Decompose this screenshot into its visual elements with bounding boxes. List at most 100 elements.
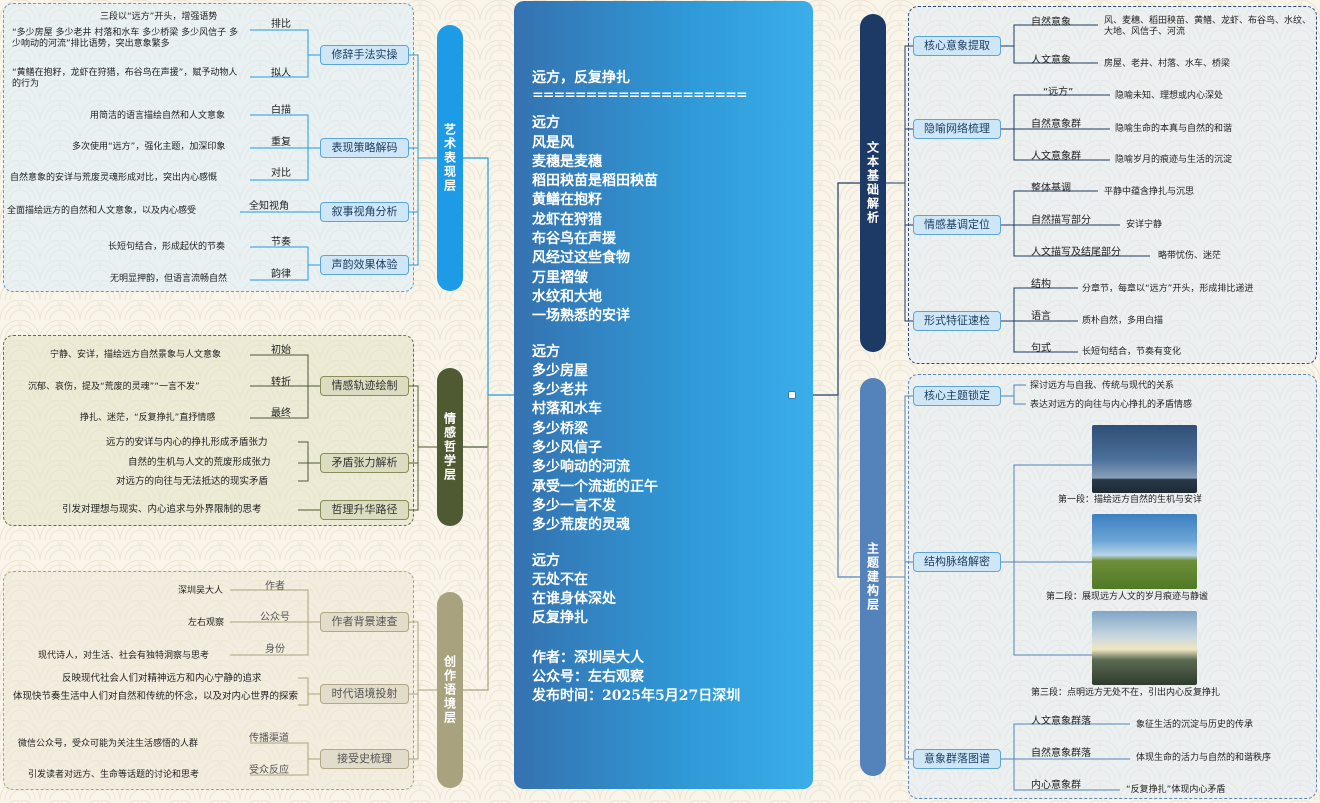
leaf: 长短句结合，节奏有变化 — [1082, 347, 1182, 357]
node-emotion-track[interactable]: 情感轨迹绘制 — [320, 376, 409, 396]
poem-line: 多少风信子 — [532, 440, 602, 457]
poem-line: 承受一个流逝的正午 — [532, 478, 658, 495]
tag-rhyme: 韵律 — [271, 269, 291, 280]
poem-line: 布谷鸟在声援 — [532, 231, 616, 248]
poem-line: 风是风 — [532, 134, 574, 151]
node-core-imagery[interactable]: 核心意象提取 — [913, 36, 1001, 56]
poem-line: 在谁身体深处 — [532, 591, 616, 608]
tag-parallelism: 排比 — [271, 19, 291, 30]
tag-final: 最终 — [271, 408, 291, 419]
node-narrative[interactable]: 叙事视角分析 — [320, 202, 409, 222]
poem-line: 龙虾在狩猎 — [532, 211, 602, 228]
node-rhythm[interactable]: 声韵效果体验 — [320, 255, 409, 275]
emotion-layer-panel — [3, 335, 414, 526]
leaf: 深圳吴大人 — [178, 586, 224, 596]
tag-language: 语言 — [1031, 311, 1051, 322]
poem-line: 无处不在 — [532, 571, 588, 588]
poem-author: 作者：深圳吴大人 — [532, 649, 644, 666]
tag-contrast: 对比 — [271, 168, 291, 179]
node-era[interactable]: 时代语境投射 — [320, 684, 409, 704]
leaf: 风、麦穗、稻田秧苗、黄鳝、龙虾、布谷鸟、水纹、大地、风信子、河流 — [1104, 16, 1312, 37]
tag-initial: 初始 — [271, 345, 291, 356]
leaf: 多次使用“远方”，强化主题，加深印象 — [72, 142, 226, 152]
node-form[interactable]: 形式特征速检 — [913, 311, 1001, 331]
tag-human-group: 人文意象群 — [1031, 151, 1081, 162]
tag-nature-part: 自然描写部分 — [1031, 215, 1091, 226]
leaf: 无明显押韵，但语言流畅自然 — [110, 274, 228, 284]
node-imagery-map[interactable]: 意象群落图谱 — [913, 749, 1001, 769]
leaf: 隐喻未知、理想或内心深处 — [1115, 91, 1224, 101]
node-reception[interactable]: 接受史梳理 — [320, 749, 409, 769]
tag-human-part: 人文描写及结尾部分 — [1031, 247, 1121, 258]
node-tone[interactable]: 情感基调定位 — [913, 215, 1001, 235]
context-layer-label[interactable]: 创作语境层 — [437, 592, 463, 788]
leaf: 表达对远方的向往与内心挣扎的矛盾情感 — [1030, 400, 1193, 410]
leaf: 体现生命的活力与自然的和谐秩序 — [1136, 753, 1272, 763]
node-core-theme[interactable]: 核心主题锁定 — [913, 386, 1001, 406]
leaf: 房屋、老井、村落、水车、桥梁 — [1104, 59, 1231, 69]
node-author-bg[interactable]: 作者背景速查 — [320, 612, 409, 632]
tag-omniscient: 全知视角 — [249, 201, 289, 212]
leaf: 自然的生机与人文的荒废形成张力 — [128, 457, 271, 468]
leaf: 长短句结合，形成起伏的节奏 — [108, 242, 226, 252]
leaf: 体现快节奏生活中人们对自然和传统的怀念，以及对内心世界的探索 — [13, 691, 299, 702]
tag-repeat: 重复 — [271, 137, 291, 148]
poem-line: 一场熟悉的安详 — [532, 308, 630, 325]
poem-line: 多少一言不发 — [532, 497, 616, 514]
poem-title: 远方，反复挣扎 — [532, 70, 630, 86]
tag-human-imagery: 人文意象 — [1031, 55, 1071, 66]
node-rhetoric[interactable]: 修辞手法实操 — [320, 45, 409, 65]
poem-line: 多少荒废的灵魂 — [532, 517, 630, 534]
node-strategy[interactable]: 表现策略解码 — [320, 138, 409, 158]
leaf: “反复挣扎”体现内心矛盾 — [1126, 785, 1226, 795]
leaf: 微信公众号，受众可能为关注生活感悟的人群 — [18, 739, 199, 749]
tag-account: 公众号 — [260, 612, 290, 623]
leaf: 对远方的向往与无法抵达的现实矛盾 — [116, 476, 269, 487]
leaf: “多少房屋 多少老井 村落和水车 多少桥梁 多少风信子 多少响动的河流”排比语势… — [12, 28, 238, 49]
node-structure-map[interactable]: 结构脉络解密 — [913, 552, 1001, 572]
poem-line: 稻田秧苗是稻田秧苗 — [532, 173, 658, 190]
tag-overall: 整体基调 — [1031, 183, 1071, 194]
caption: 第二段：展现远方人文的岁月痕迹与静谧 — [1046, 592, 1209, 602]
poem-line: 万里褶皱 — [532, 269, 588, 286]
text-layer-label[interactable]: 文本基础解析 — [860, 14, 886, 352]
node-philosophy[interactable]: 哲理升华路径 — [320, 500, 409, 520]
leaf: 略带忧伤、迷茫 — [1158, 251, 1222, 261]
leaf: 左右观察 — [188, 618, 225, 628]
tag-sentence: 句式 — [1031, 343, 1051, 354]
poem-line: 远方 — [532, 552, 560, 569]
tag-channel: 传播渠道 — [249, 733, 289, 744]
poem-date: 发布时间：2025年5月27日深圳 — [532, 688, 741, 705]
sunset-photo-3 — [1092, 611, 1197, 685]
leaf: 探讨远方与自我、传统与现代的关系 — [1030, 381, 1175, 391]
leaf: 分章节，每章以“远方”开头，形成排比递进 — [1082, 284, 1254, 294]
tag-nature-imagery: 自然意象 — [1031, 17, 1071, 28]
text-layer-panel — [908, 6, 1317, 364]
tag-tempo: 节奏 — [271, 237, 291, 248]
emotion-layer-label[interactable]: 情感哲学层 — [437, 368, 463, 526]
leaf: 挣扎、迷茫，“反复挣扎”直抒情感 — [80, 413, 216, 423]
tag-structure: 结构 — [1031, 279, 1051, 290]
leaf: 隐喻生命的本真与自然的和谐 — [1115, 124, 1233, 134]
poem-stanza-2: 远方多少房屋多少老井村落和水车多少桥梁多少风信子多少响动的河流承受一个流逝的正午… — [532, 343, 813, 536]
leaf: 沉郁、哀伤，提及“荒废的灵魂”“一言不发” — [28, 382, 200, 392]
leaf: “黄鳝在抱籽，龙虾在狩猎，布谷鸟在声援”，赋予动物人的行为 — [12, 68, 238, 89]
leaf: 安详宁静 — [1126, 220, 1163, 230]
art-layer-label[interactable]: 艺术表现层 — [437, 25, 463, 291]
node-metaphor[interactable]: 隐喻网络梳理 — [913, 119, 1001, 139]
leaf: 平静中蕴含挣扎与沉思 — [1104, 187, 1195, 197]
caption: 第一段：描绘远方自然的生机与安详 — [1058, 495, 1203, 505]
leaf: 引发对理想与现实、内心追求与外界限制的思考 — [62, 504, 262, 515]
theme-layer-label[interactable]: 主题建构层 — [860, 378, 886, 776]
poem-line: 村落和水车 — [532, 401, 602, 418]
tag-human-cluster: 人文意象群落 — [1031, 716, 1091, 727]
poem-stanza-3: 远方无处不在在谁身体深处反复挣扎 — [532, 552, 813, 629]
poem-line: 远方 — [532, 343, 560, 360]
poem-line: 麦穗是麦穗 — [532, 153, 602, 170]
expand-toggle-icon[interactable] — [788, 391, 796, 399]
poem-line: 多少桥梁 — [532, 420, 588, 437]
poem-line: 风经过这些食物 — [532, 250, 630, 267]
node-tension[interactable]: 矛盾张力解析 — [320, 453, 409, 473]
tag-turn: 转折 — [271, 377, 291, 388]
leaf: 远方的安详与内心的挣扎形成矛盾张力 — [106, 437, 268, 448]
